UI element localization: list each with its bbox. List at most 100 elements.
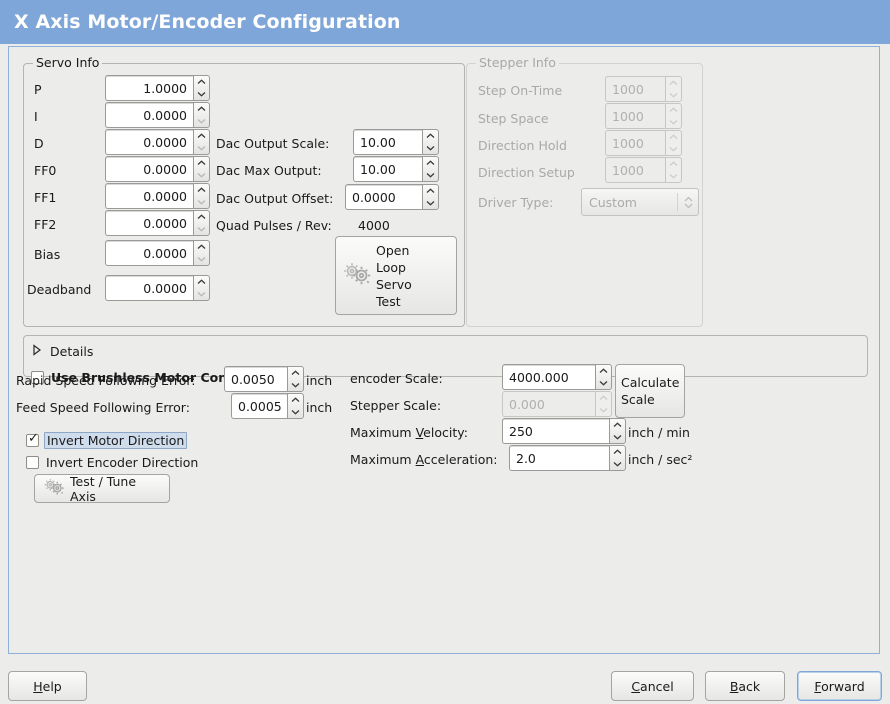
spin-down-icon[interactable] xyxy=(423,197,438,209)
checkbox-box[interactable] xyxy=(26,456,39,469)
spin-i-buttons[interactable] xyxy=(193,102,210,128)
spin-ff0[interactable]: 0.0000 xyxy=(105,156,210,182)
spin-bias-value[interactable]: 0.0000 xyxy=(105,240,193,266)
spin-maximum-velocity-buttons[interactable] xyxy=(609,418,626,444)
spin-up-icon[interactable] xyxy=(194,276,209,288)
driver-type-combo: Custom xyxy=(581,188,699,216)
spin-i[interactable]: 0.0000 xyxy=(105,102,210,128)
spin-feed-speed-following-error-value[interactable]: 0.0005 xyxy=(231,393,287,419)
spin-dac-max-output[interactable]: 10.00 xyxy=(353,156,439,182)
spin-d-buttons[interactable] xyxy=(193,129,210,155)
spin-down-icon[interactable] xyxy=(194,196,209,208)
spin-up-icon[interactable] xyxy=(194,76,209,88)
spin-up-icon[interactable] xyxy=(288,394,303,406)
checkbox-box[interactable]: ✓ xyxy=(26,431,39,447)
spin-dac-output-scale[interactable]: 10.00 xyxy=(353,129,439,155)
spin-up-icon[interactable] xyxy=(194,103,209,115)
help-button[interactable]: Help xyxy=(8,671,87,701)
spin-d[interactable]: 0.0000 xyxy=(105,129,210,155)
spin-maximum-acceleration-buttons[interactable] xyxy=(609,445,626,471)
spin-dac-output-offset-buttons[interactable] xyxy=(422,184,439,210)
check-tick-icon: ✓ xyxy=(28,431,39,446)
checkbox-box[interactable] xyxy=(31,371,44,384)
spin-down-icon[interactable] xyxy=(194,169,209,181)
spin-bias-buttons[interactable] xyxy=(193,240,210,266)
spin-up-icon[interactable] xyxy=(423,157,438,169)
spin-down-icon[interactable] xyxy=(194,142,209,154)
spin-down-icon[interactable] xyxy=(194,253,209,265)
invert-motor-direction-checkbox[interactable]: ✓ Invert Motor Direction xyxy=(26,431,188,449)
spin-encoder-scale-value[interactable]: 4000.000 xyxy=(502,364,595,390)
spin-dac-output-scale-value[interactable]: 10.00 xyxy=(353,129,422,155)
spin-rapid-speed-following-error[interactable]: 0.0050 xyxy=(224,366,304,392)
spin-p-buttons[interactable] xyxy=(193,75,210,101)
spin-dac-output-scale-buttons[interactable] xyxy=(422,129,439,155)
spin-encoder-scale-buttons[interactable] xyxy=(595,364,612,390)
spin-down-icon[interactable] xyxy=(610,431,625,443)
calculate-scale-button[interactable]: Calculate Scale xyxy=(615,364,685,418)
spin-up-icon[interactable] xyxy=(423,185,438,197)
spin-step-on-time-value: 1000 xyxy=(605,76,665,102)
chevron-right-icon[interactable] xyxy=(32,344,42,359)
spin-p-value[interactable]: 1.0000 xyxy=(105,75,193,101)
spin-ff1-buttons[interactable] xyxy=(193,183,210,209)
spin-up-icon[interactable] xyxy=(194,184,209,196)
spin-down-icon[interactable] xyxy=(423,169,438,181)
spin-deadband-value[interactable]: 0.0000 xyxy=(105,275,193,301)
spin-ff2-buttons[interactable] xyxy=(193,210,210,236)
invert-encoder-direction-checkbox[interactable]: Invert Encoder Direction xyxy=(26,455,198,470)
spin-up-icon[interactable] xyxy=(194,130,209,142)
forward-button[interactable]: Forward xyxy=(797,671,882,701)
spin-feed-buttons[interactable] xyxy=(287,393,304,419)
spin-i-value[interactable]: 0.0000 xyxy=(105,102,193,128)
spin-bias[interactable]: 0.0000 xyxy=(105,240,210,266)
spin-deadband-buttons[interactable] xyxy=(193,275,210,301)
back-button[interactable]: Back xyxy=(705,671,785,701)
spin-rapid-speed-following-error-value[interactable]: 0.0050 xyxy=(224,366,287,392)
spin-maximum-velocity[interactable]: 250 xyxy=(502,418,626,444)
spin-down-icon[interactable] xyxy=(288,379,303,391)
test-tune-axis-button[interactable]: Test / Tune Axis xyxy=(34,474,170,504)
spin-deadband[interactable]: 0.0000 xyxy=(105,275,210,301)
spin-down-icon[interactable] xyxy=(194,115,209,127)
spin-up-icon[interactable] xyxy=(610,446,625,458)
spin-maximum-velocity-value[interactable]: 250 xyxy=(502,418,609,444)
details-expander[interactable]: Details xyxy=(32,344,93,359)
spin-dac-output-offset-value[interactable]: 0.0000 xyxy=(345,184,422,210)
label-dac-max-output: Dac Max Output: xyxy=(216,163,322,178)
spin-ff2[interactable]: 0.0000 xyxy=(105,210,210,236)
spin-up-icon[interactable] xyxy=(194,241,209,253)
spin-down-icon[interactable] xyxy=(194,88,209,100)
spin-down-icon[interactable] xyxy=(194,223,209,235)
spin-ff0-value[interactable]: 0.0000 xyxy=(105,156,193,182)
use-brushless-motor-control-checkbox[interactable]: Use Brushless Motor Control xyxy=(31,370,252,385)
open-loop-servo-test-button[interactable]: Open Loop Servo Test xyxy=(335,236,457,315)
spin-up-icon[interactable] xyxy=(596,365,611,377)
cancel-button[interactable]: Cancel xyxy=(611,671,694,701)
spin-ff2-value[interactable]: 0.0000 xyxy=(105,210,193,236)
spin-up-icon[interactable] xyxy=(423,130,438,142)
spin-d-value[interactable]: 0.0000 xyxy=(105,129,193,155)
spin-maximum-acceleration-value[interactable]: 2.0 xyxy=(509,445,609,471)
spin-dac-output-offset[interactable]: 0.0000 xyxy=(345,184,439,210)
spin-down-icon[interactable] xyxy=(423,142,438,154)
spin-dac-max-output-buttons[interactable] xyxy=(422,156,439,182)
spin-rapid-buttons[interactable] xyxy=(287,366,304,392)
spin-up-icon[interactable] xyxy=(194,157,209,169)
spin-encoder-scale[interactable]: 4000.000 xyxy=(502,364,612,390)
spin-up-icon[interactable] xyxy=(288,367,303,379)
spin-down-icon[interactable] xyxy=(288,406,303,418)
spin-dac-max-output-value[interactable]: 10.00 xyxy=(353,156,422,182)
spin-p[interactable]: 1.0000 xyxy=(105,75,210,101)
spin-maximum-acceleration[interactable]: 2.0 xyxy=(509,445,626,471)
spin-ff1[interactable]: 0.0000 xyxy=(105,183,210,209)
spin-feed-speed-following-error[interactable]: 0.0005 xyxy=(231,393,304,419)
label-ff0: FF0 xyxy=(34,163,57,178)
spin-down-icon[interactable] xyxy=(610,458,625,470)
spin-up-icon[interactable] xyxy=(194,211,209,223)
spin-up-icon[interactable] xyxy=(610,419,625,431)
spin-down-icon[interactable] xyxy=(596,377,611,389)
spin-ff1-value[interactable]: 0.0000 xyxy=(105,183,193,209)
spin-ff0-buttons[interactable] xyxy=(193,156,210,182)
spin-down-icon[interactable] xyxy=(194,288,209,300)
